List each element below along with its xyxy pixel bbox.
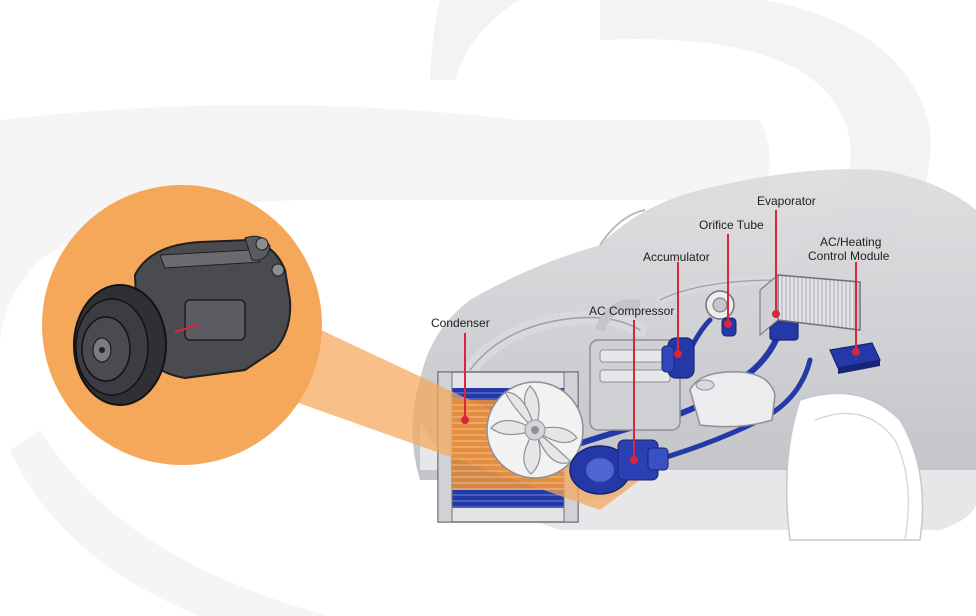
label-orifice-tube: Orifice Tube	[699, 218, 764, 232]
label-condenser: Condenser	[431, 316, 490, 330]
label-ac-compressor: AC Compressor	[589, 304, 674, 318]
label-control-module-line1: AC/Heating	[820, 235, 881, 249]
evaporator	[759, 273, 861, 341]
accumulator	[661, 337, 695, 379]
zoom-callout	[42, 185, 322, 465]
coolant-reservoir	[689, 371, 776, 428]
component-labels: Condenser AC Compressor Accumulator Orif…	[431, 194, 890, 330]
compressor-icon	[73, 235, 292, 406]
label-control-module-line2: Control Module	[808, 249, 890, 263]
label-accumulator: Accumulator	[643, 250, 710, 264]
label-evaporator: Evaporator	[757, 194, 816, 208]
fan-icon	[486, 381, 584, 479]
leader-lines	[461, 210, 860, 464]
